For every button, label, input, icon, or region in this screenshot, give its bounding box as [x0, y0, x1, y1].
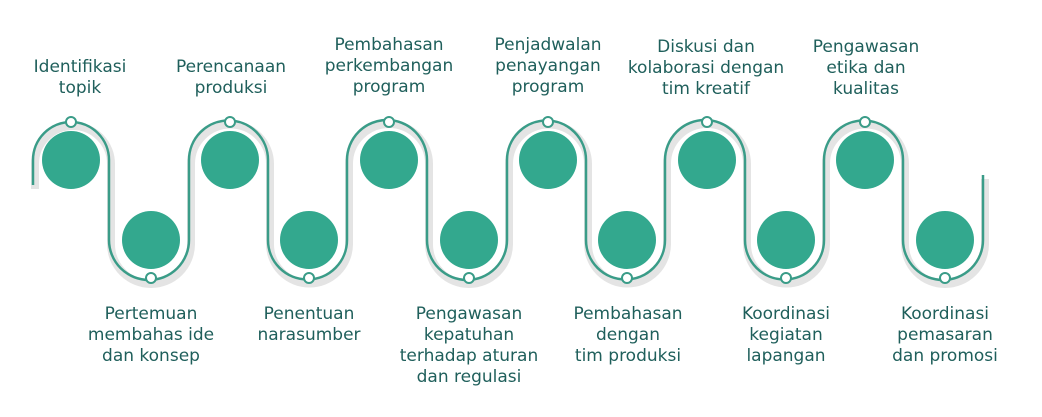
step-label-11: Pengawasan etika dan kualitas [812, 37, 920, 99]
step-label-2: Pertemuan membahas ide dan konsep [87, 304, 215, 366]
step-circle-4 [280, 211, 338, 269]
step-label-6: Pengawasan kepatuhan terhadap aturan dan… [399, 304, 539, 387]
step-marker-10 [780, 272, 792, 284]
step-marker-2 [145, 272, 157, 284]
step-circle-1 [42, 131, 100, 189]
step-marker-3 [224, 116, 236, 128]
step-circle-11 [836, 131, 894, 189]
step-circle-3 [201, 131, 259, 189]
step-circle-10 [757, 211, 815, 269]
step-circle-2 [122, 211, 180, 269]
step-circle-8 [598, 211, 656, 269]
step-circle-9 [678, 131, 736, 189]
step-marker-6 [463, 272, 475, 284]
step-label-10: Koordinasi kegiatan lapangan [741, 304, 831, 366]
step-label-12: Koordinasi pemasaran dan promosi [892, 304, 998, 366]
step-marker-4 [303, 272, 315, 284]
step-label-8: Pembahasan dengan tim produksi [573, 304, 683, 366]
wave-line [31, 118, 985, 282]
step-circle-12 [916, 211, 974, 269]
step-marker-9 [701, 116, 713, 128]
step-marker-5 [383, 116, 395, 128]
step-label-1: Identifikasi topik [33, 57, 127, 98]
step-label-3: Perencanaan produksi [175, 57, 287, 98]
step-label-7: Penjadwalan penayangan program [494, 35, 602, 97]
step-label-5: Pembahasan perkembangan program [324, 35, 454, 97]
step-label-9: Diskusi dan kolaborasi dengan tim kreati… [627, 37, 785, 99]
step-marker-1 [65, 116, 77, 128]
step-circle-5 [360, 131, 418, 189]
step-circle-7 [519, 131, 577, 189]
step-marker-8 [621, 272, 633, 284]
step-marker-11 [859, 116, 871, 128]
step-marker-7 [542, 116, 554, 128]
step-circle-6 [440, 211, 498, 269]
step-label-4: Penentuan narasumber [257, 304, 361, 345]
wave-shadow [31, 120, 989, 288]
step-marker-12 [939, 272, 951, 284]
